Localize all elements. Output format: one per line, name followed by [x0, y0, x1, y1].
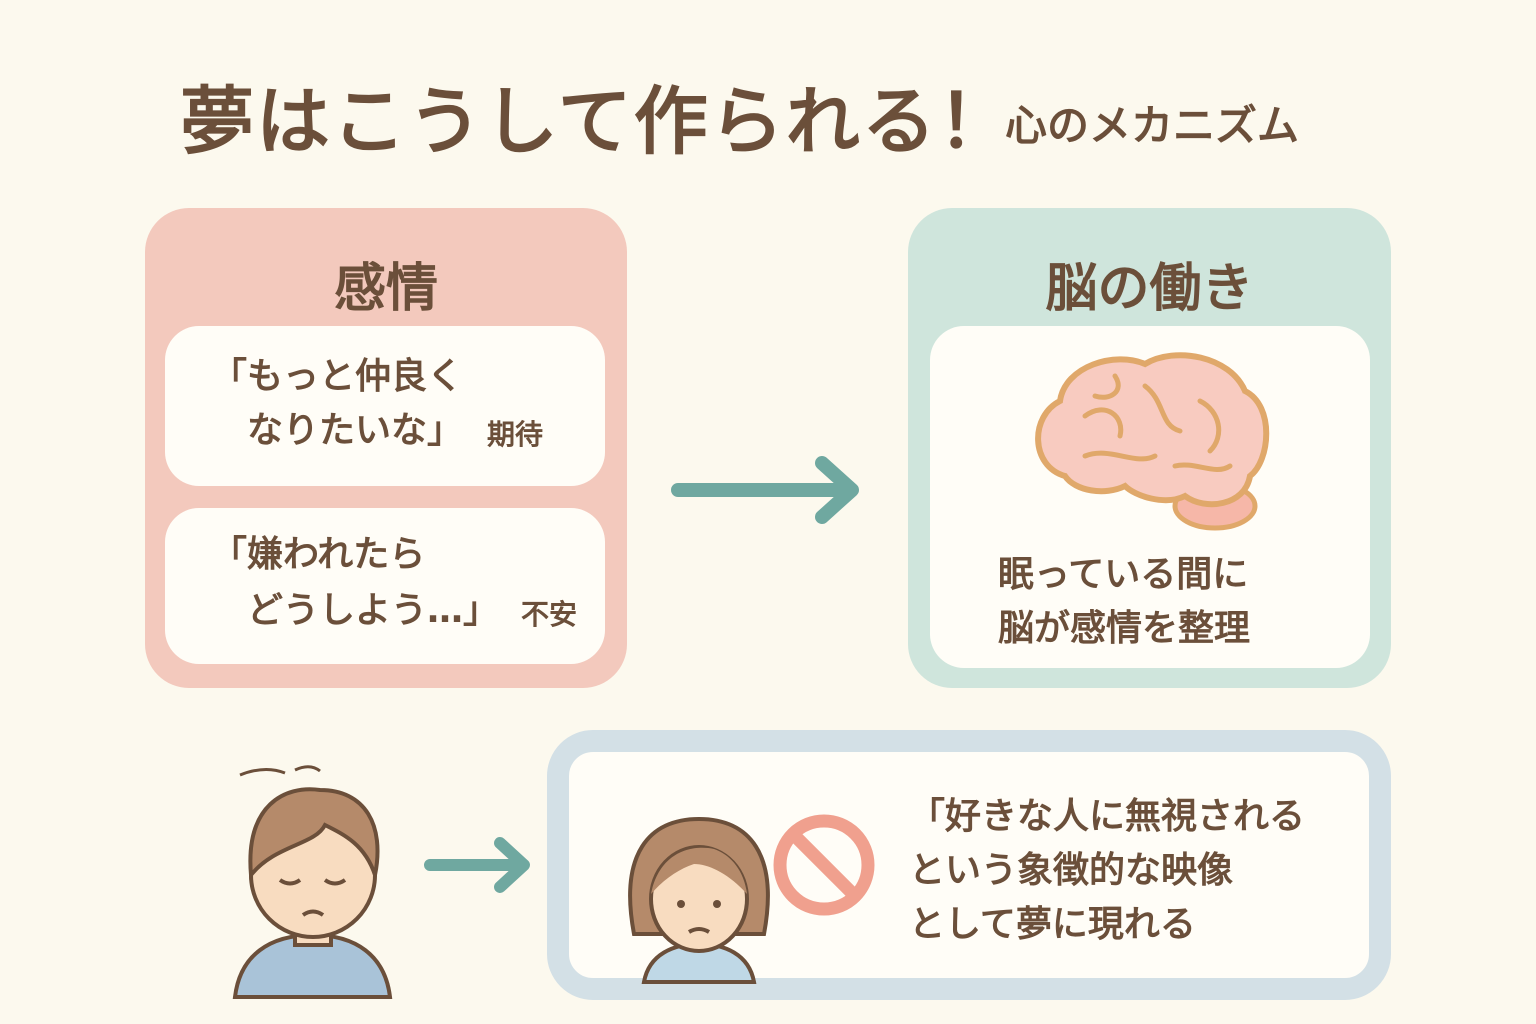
anxiety-line2: どうしよう…」 — [211, 590, 500, 631]
brain-line1: 眠っている間に — [998, 554, 1249, 595]
anxiety-tag: 不安 — [521, 598, 578, 631]
dream-panel: 「好きな人に無視される という象徴的な映像 として夢に現れる — [547, 730, 1391, 1000]
page-subtitle: 心のメカニズム — [1005, 101, 1300, 150]
page-title: 夢はこうして作られる！ — [180, 79, 1014, 165]
dream-line1: 「好きな人に無視される — [909, 796, 1306, 837]
expectation-card: 「もっと仲良く なりたいな」 期待 — [165, 326, 605, 486]
emotion-panel: 感情 「もっと仲良く なりたいな」 期待 「嫌われたら どうしよう…」 不安 — [145, 208, 627, 688]
brain-panel: 脳の働き 眠っている間に 脳が感情を整理 — [908, 208, 1391, 688]
dream-line2: という象徴的な映像 — [909, 850, 1234, 891]
emotion-heading: 感情 — [333, 259, 438, 319]
brain-card: 眠っている間に 脳が感情を整理 — [930, 326, 1370, 668]
prohibition-icon — [773, 814, 875, 916]
anxiety-card: 「嫌われたら どうしよう…」 不安 — [165, 508, 605, 664]
dream-line3: として夢に現れる — [909, 904, 1196, 945]
anxiety-line1: 「嫌われたら — [211, 534, 426, 575]
brain-heading: 脳の働き — [1045, 259, 1254, 319]
arrow-right-small-icon — [424, 837, 530, 893]
arrow-right-icon — [671, 456, 859, 524]
girl-illustration — [628, 816, 770, 984]
brain-icon — [1035, 352, 1270, 531]
expectation-line2: なりたいな」 — [211, 410, 464, 451]
expectation-line1: 「もっと仲良く — [211, 356, 464, 397]
sleeping-boy-illustration — [232, 765, 393, 999]
brain-line2: 脳が感情を整理 — [998, 608, 1251, 649]
expectation-tag: 期待 — [487, 418, 544, 451]
